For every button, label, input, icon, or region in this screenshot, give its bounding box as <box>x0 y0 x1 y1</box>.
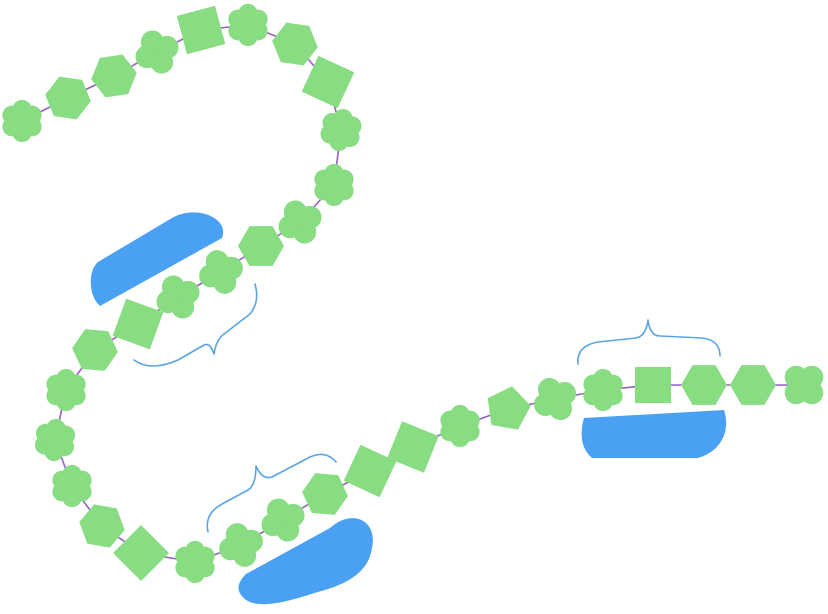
binder-shape <box>90 212 224 306</box>
flower-bead <box>2 99 42 143</box>
clover-bead <box>199 250 243 294</box>
square-bead <box>113 525 169 581</box>
hexagon-bead <box>730 365 776 405</box>
region-braces <box>133 283 721 533</box>
flower-bead <box>46 368 86 412</box>
clover-bead <box>219 523 263 567</box>
binder-shape <box>238 518 373 605</box>
square-bead <box>112 298 164 350</box>
hexagon-bead <box>302 473 348 515</box>
square-bead <box>343 444 397 498</box>
flower-bead <box>440 404 480 448</box>
binder-shapes <box>90 212 727 605</box>
clover-bead <box>156 275 200 319</box>
hexagon-bead <box>272 22 318 66</box>
region-brace <box>133 283 258 367</box>
hexagon-bead <box>79 504 125 548</box>
square-bead <box>634 366 672 404</box>
clover-bead <box>135 30 179 74</box>
clover-bead <box>784 365 824 405</box>
binder-shape <box>581 410 727 458</box>
square-bead <box>387 421 439 473</box>
clover-bead <box>261 498 305 542</box>
clover-bead <box>533 377 577 421</box>
flower-bead <box>52 464 92 508</box>
hexagon-bead <box>72 329 118 371</box>
flower-bead <box>175 540 215 584</box>
flower-bead <box>583 368 623 412</box>
chain-links <box>21 24 804 563</box>
flower-bead <box>320 109 362 151</box>
square-bead <box>301 55 355 109</box>
clover-bead <box>278 200 322 244</box>
hexagon-bead <box>681 365 727 405</box>
hexagon-bead <box>238 226 284 266</box>
hexagon-bead <box>91 54 137 98</box>
square-bead <box>176 5 226 55</box>
hexagon-bead <box>45 76 91 120</box>
flower-bead <box>228 3 268 47</box>
region-brace <box>577 319 721 365</box>
flower-bead <box>314 163 354 207</box>
pentagon-bead <box>487 386 531 430</box>
flower-bead <box>34 418 76 462</box>
chain-beads <box>2 3 824 584</box>
region-brace <box>206 453 337 533</box>
